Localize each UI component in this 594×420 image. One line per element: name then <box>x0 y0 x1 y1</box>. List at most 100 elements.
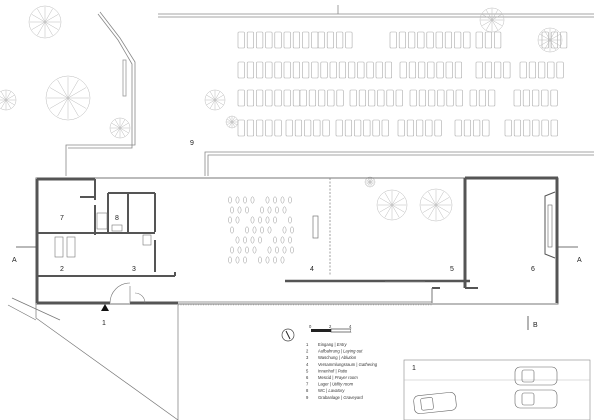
legend-number: 5 <box>306 368 309 373</box>
grave-plot <box>550 89 558 107</box>
seat-mark <box>260 206 264 214</box>
grave-plot <box>336 89 344 107</box>
grave-plot <box>304 119 312 137</box>
north-entry-arrow <box>101 304 109 311</box>
grave-plot <box>408 31 416 49</box>
seat-mark <box>265 216 270 224</box>
seat-mark <box>267 246 272 254</box>
grave-plot <box>274 61 282 79</box>
seat-mark <box>288 216 292 224</box>
seat-mark <box>258 256 262 264</box>
legend-number: 4 <box>306 362 309 367</box>
seat-mark <box>280 236 285 244</box>
grave-plot <box>469 89 477 107</box>
seat-mark <box>260 226 264 234</box>
grave-plot <box>538 61 546 79</box>
tree-icon <box>28 5 62 39</box>
grave-plot <box>377 89 385 107</box>
legend-text: Innenhof | Patio <box>318 368 348 373</box>
grave-plot <box>265 61 273 79</box>
legend-number: 2 <box>306 349 309 354</box>
tree-icon <box>204 89 226 111</box>
legend-number: 3 <box>306 355 309 360</box>
tree-icon <box>45 75 91 121</box>
grave-plot <box>329 61 337 79</box>
grave-plot <box>265 31 273 49</box>
grave-plot <box>246 31 254 49</box>
seat-mark <box>245 206 249 214</box>
scale-label-2: 2 <box>329 324 332 329</box>
grave-plot <box>513 89 521 107</box>
grave-plots <box>237 31 568 137</box>
grave-plot <box>368 89 376 107</box>
grave-plot <box>246 119 254 137</box>
grave-plot <box>406 119 415 137</box>
grave-plot <box>326 31 335 49</box>
seat-mark <box>275 206 279 214</box>
scale-label-4: 4 <box>349 324 352 329</box>
legend-number: 7 <box>306 382 309 387</box>
seat-mark <box>288 196 292 204</box>
seat-mark <box>250 216 255 224</box>
seat-mark <box>267 206 272 214</box>
grave-plot <box>294 119 303 137</box>
legend-text: Aufbahrung | Laying out <box>318 349 363 354</box>
grave-plot <box>478 89 487 107</box>
grave-plot <box>302 61 310 79</box>
grave-plot <box>437 89 445 107</box>
grave-plot <box>522 89 531 107</box>
grave-plot <box>285 119 293 137</box>
seat-mark <box>228 256 232 264</box>
grave-plot <box>366 61 374 79</box>
grave-plot <box>504 119 512 137</box>
room-number-1: 1 <box>102 320 106 327</box>
section-markers <box>16 246 578 330</box>
seat-mark <box>265 196 270 204</box>
room-number-4: 4 <box>310 266 314 273</box>
grave-plot <box>381 119 389 137</box>
grave-plot <box>274 119 282 137</box>
legend-text: Grabanlage | Graveyard <box>318 395 364 400</box>
grave-plot <box>313 119 321 137</box>
grave-plot <box>389 31 397 49</box>
grave-plot <box>237 61 245 79</box>
grave-plot <box>256 89 264 107</box>
seat-mark <box>273 196 277 204</box>
grave-plot <box>237 119 245 137</box>
grave-plot <box>318 89 326 107</box>
seat-mark <box>235 196 240 204</box>
seat-mark <box>252 246 257 254</box>
grave-plot <box>484 61 493 79</box>
grave-plot <box>482 119 490 137</box>
grave-plot <box>494 31 502 49</box>
grave-plot <box>292 61 301 79</box>
north-arrow <box>281 328 295 342</box>
site-lines <box>7 297 179 420</box>
inset-label: 1 <box>412 365 416 372</box>
room-number-6: 6 <box>531 266 535 273</box>
tree-icon <box>109 117 131 139</box>
grave-plot <box>463 31 471 49</box>
seat-mark <box>243 196 247 204</box>
graveyard-boundary <box>65 5 594 176</box>
seat-mark <box>282 206 287 214</box>
grave-plot <box>417 31 425 49</box>
grave-plot <box>398 31 407 49</box>
seat-mark <box>267 226 272 234</box>
grave-plot <box>311 31 319 49</box>
seat-mark <box>280 256 285 264</box>
grave-plot <box>523 119 531 137</box>
grave-plot <box>283 61 291 79</box>
seat-mark <box>235 236 240 244</box>
grave-plot <box>463 119 472 137</box>
grave-plot <box>237 89 245 107</box>
grave-plot <box>302 31 310 49</box>
building-walls <box>35 176 559 306</box>
grave-plot <box>336 31 344 49</box>
section-marker-b: B <box>533 322 538 329</box>
grave-plot <box>444 31 453 49</box>
seat-mark <box>250 236 255 244</box>
tree-icon <box>537 27 563 53</box>
seat-mark <box>243 236 247 244</box>
grave-plot <box>256 31 264 49</box>
